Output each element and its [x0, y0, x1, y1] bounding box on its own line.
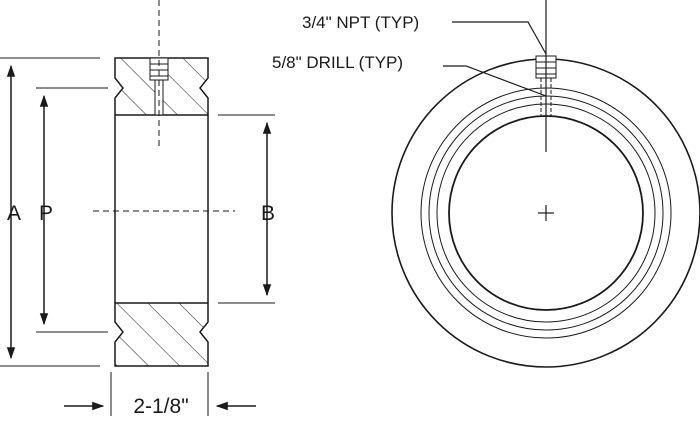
dimension-p-label: P	[39, 202, 53, 225]
dimension-b-label: B	[261, 202, 275, 225]
end-view	[391, 0, 700, 368]
bottom-wall-section	[114, 302, 209, 367]
npt-callout: 3/4" NPT (TYP)	[302, 13, 419, 32]
npt-leader	[452, 21, 547, 55]
width-dimension-label: 2-1/8"	[133, 395, 188, 418]
drill-callout: 5/8" DRILL (TYP)	[272, 53, 403, 72]
section-view	[0, 0, 275, 416]
drill-leader	[443, 65, 547, 97]
dimension-a-label: A	[7, 202, 21, 225]
